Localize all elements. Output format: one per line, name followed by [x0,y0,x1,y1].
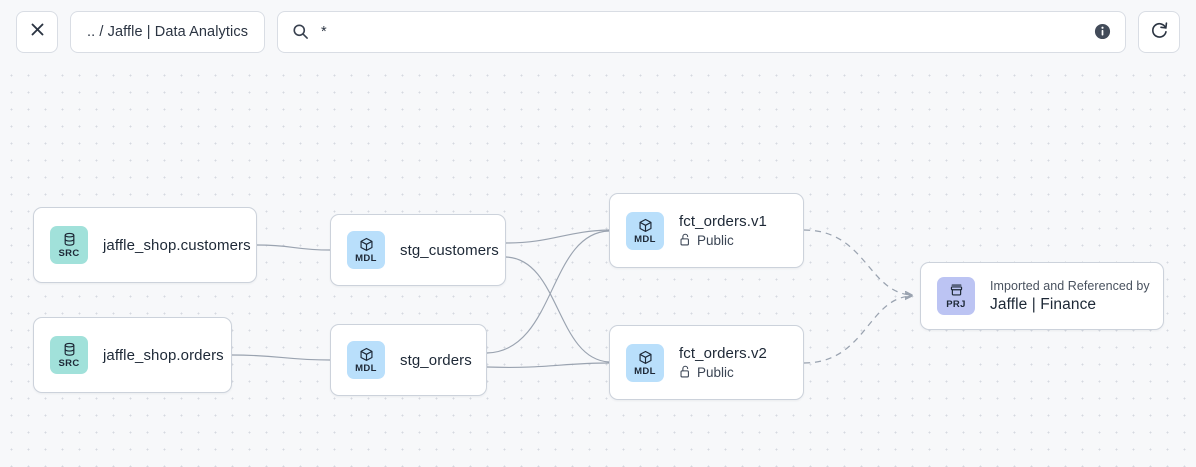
badge-mdl: MDL [347,341,385,379]
unlock-icon [679,365,691,381]
graph-node-stg-orders[interactable]: MDL stg_orders [330,324,487,396]
badge-src: SRC [50,226,88,264]
database-icon [62,231,77,248]
node-body: jaffle_shop.orders [103,346,224,364]
graph-edges [231,229,1196,368]
badge-prj: PRJ [937,277,975,315]
graph-canvas[interactable]: SRC jaffle_shop.customers SRC jaffle_sh [0,63,1196,467]
top-toolbar: .. / Jaffle | Data Analytics * [0,0,1196,63]
cube-icon [638,217,653,234]
graph-node-prj-finance[interactable]: PRJ Imported and Referenced by Jaffle | … [920,262,1164,330]
node-access: Public [679,365,767,381]
breadcrumb[interactable]: .. / Jaffle | Data Analytics [70,10,266,53]
refresh-button[interactable] [1138,10,1180,53]
cube-icon [359,236,374,253]
node-title: fct_orders.v1 [679,212,768,230]
node-body: jaffle_shop.customers [103,236,251,254]
close-icon [29,21,46,43]
node-title: stg_orders [400,351,472,369]
node-body: stg_orders [400,351,472,369]
edge-stg-customers-to-fct-v1 [505,229,610,244]
edge-fct-v2-to-prj-finance [803,296,912,364]
node-title: jaffle_shop.orders [103,346,224,364]
search-input-value: * [321,23,327,40]
graph-node-stg-customers[interactable]: MDL stg_customers [330,214,506,286]
cube-icon [359,346,374,363]
edge-stg-orders-to-fct-v2 [486,362,610,368]
database-icon [62,341,77,358]
badge-mdl-label: MDL [355,363,377,374]
search-input[interactable]: * [277,10,1126,53]
badge-mdl-label: MDL [355,253,377,264]
node-caption: Imported and Referenced by [990,278,1150,293]
node-access-label: Public [697,233,734,248]
badge-mdl: MDL [626,343,664,382]
close-button[interactable] [16,10,58,53]
badge-src-label: SRC [58,358,80,369]
edge-src-customers-to-stg-customers [256,244,331,251]
node-access: Public [679,233,767,249]
edge-src-orders-to-stg-orders [231,354,331,361]
node-access-label: Public [697,365,734,380]
edge-stg-customers-to-fct-v2 [505,256,610,363]
node-title: jaffle_shop.customers [103,236,251,254]
cube-icon [638,349,653,366]
edge-fct-v1-to-prj-finance [803,229,912,295]
refresh-icon [1150,20,1169,44]
node-body: fct_orders.v1 Public [679,213,767,249]
badge-mdl-label: MDL [634,365,656,377]
badge-mdl: MDL [626,211,664,250]
badge-prj-label: PRJ [946,299,966,310]
node-title: stg_customers [400,241,499,259]
badge-mdl-label: MDL [634,233,656,245]
edge-stg-orders-to-fct-v1 [486,230,610,354]
graph-node-src-customers[interactable]: SRC jaffle_shop.customers [33,207,257,283]
search-icon [292,23,309,40]
node-body: stg_customers [400,241,499,259]
graph-node-fct-orders-v2[interactable]: MDL fct_orders.v2 Public [609,325,804,400]
node-title: fct_orders.v2 [679,344,768,362]
node-body: fct_orders.v2 Public [679,345,767,381]
badge-src-label: SRC [58,248,80,259]
node-title: Jaffle | Finance [990,295,1097,313]
project-icon [949,282,964,299]
badge-src: SRC [50,336,88,374]
info-icon[interactable] [1094,23,1111,40]
unlock-icon [679,233,691,249]
node-body: Imported and Referenced by Jaffle | Fina… [990,278,1150,314]
breadcrumb-label: .. / Jaffle | Data Analytics [87,23,249,40]
graph-node-fct-orders-v1[interactable]: MDL fct_orders.v1 Public [609,193,804,268]
badge-mdl: MDL [347,231,385,269]
graph-node-src-orders[interactable]: SRC jaffle_shop.orders [33,317,232,393]
